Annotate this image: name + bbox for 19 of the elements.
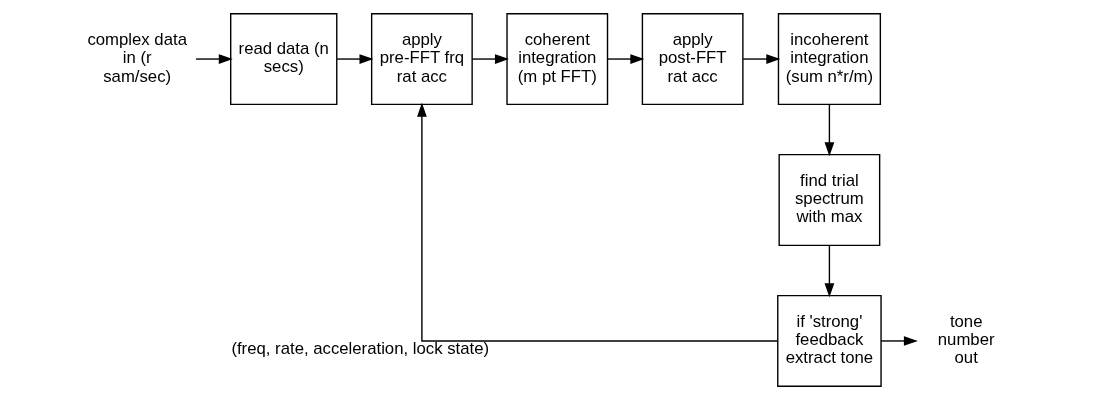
arrow [879,336,918,346]
arrow [824,244,834,298]
node-text: complex data in (r sam/sec) [86,30,187,86]
arrow [741,54,780,64]
arrow [824,103,834,157]
edge-label: (freq, rate, acceleration, lock state) [230,339,489,359]
node-box: apply post-FFT rat acc [641,13,744,106]
node-box: apply pre-FFT frq rat acc [370,13,473,106]
node-box: read data (n secs) [229,13,337,106]
node-box: find trial spectrum with max [777,153,880,247]
arrow [194,54,233,64]
node-text: tone number out [937,312,995,368]
node-box: if 'strong' feedback extract tone [776,294,882,387]
arrow [416,102,778,342]
arrow [606,54,644,64]
arrow [335,54,373,64]
node-box: incoherent integration (sum n*r/m) [777,13,881,106]
node-box: coherent integration (m pt FFT) [505,13,608,106]
arrow [471,54,509,64]
